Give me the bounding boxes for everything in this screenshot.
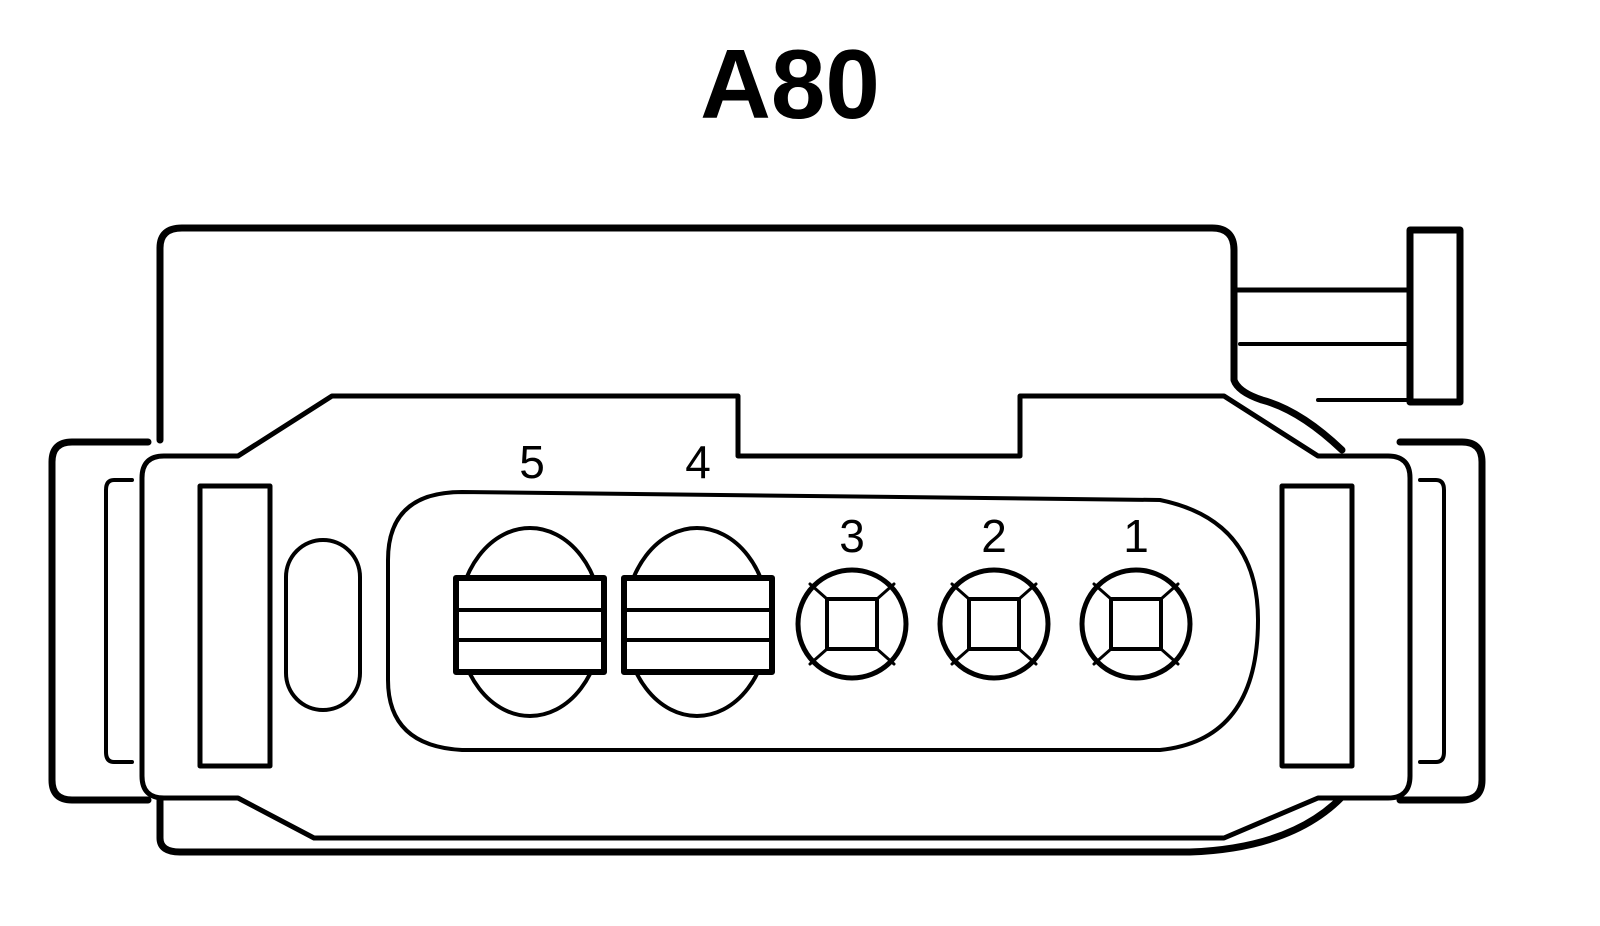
pin-1 — [1079, 567, 1193, 681]
rear-housing-bottom — [156, 784, 1354, 856]
pin-2-terminal — [967, 597, 1021, 651]
pin-label-3: 3 — [839, 510, 865, 562]
rear-housing — [156, 224, 1346, 454]
pin-cavity — [386, 490, 1260, 752]
right-flange — [1396, 438, 1486, 804]
pin-3 — [795, 567, 909, 681]
left-flange — [48, 438, 152, 804]
pin-label-5: 5 — [519, 436, 545, 488]
pin-4 — [621, 526, 775, 718]
pin-5 — [453, 526, 607, 718]
connector-title: A80 — [700, 29, 880, 139]
pin-3-terminal — [825, 597, 879, 651]
left-flange-inner — [104, 478, 134, 764]
left-lock-bar — [197, 483, 273, 769]
pin-2-outline — [937, 567, 1051, 681]
keyway-slot — [284, 538, 362, 712]
pin-label-1: 1 — [1123, 510, 1149, 562]
pin-2 — [937, 567, 1051, 681]
right-lock-bar — [1279, 483, 1355, 769]
pin-label-2: 2 — [981, 510, 1007, 562]
right-flange-inner — [1418, 478, 1446, 764]
connector-face — [139, 393, 1413, 841]
latch — [1406, 226, 1464, 406]
pin-5-terminal — [453, 575, 607, 675]
pin-1-outline — [1079, 567, 1193, 681]
pin-3-outline — [795, 567, 909, 681]
pin-label-4: 4 — [685, 436, 711, 488]
pin-1-terminal — [1109, 597, 1163, 651]
pin-4-terminal — [621, 575, 775, 675]
